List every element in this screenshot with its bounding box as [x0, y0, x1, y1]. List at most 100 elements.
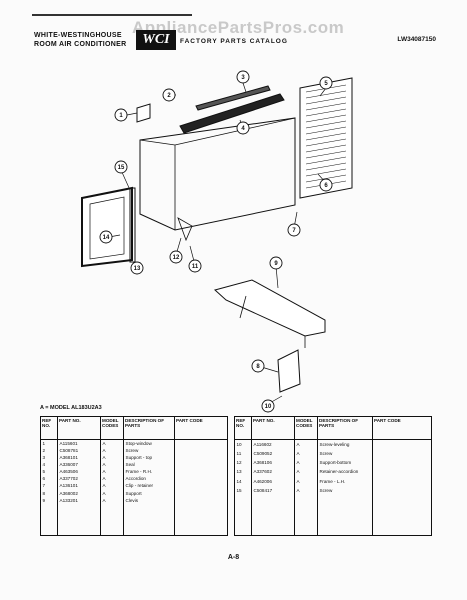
brand-name: WHITE-WESTINGHOUSE	[34, 32, 122, 39]
callout-13: 13	[134, 266, 141, 272]
cell-model: A	[100, 454, 124, 462]
cell-code	[174, 468, 228, 476]
cell-ref: 8	[40, 490, 58, 498]
cell-part: C508417	[251, 486, 295, 496]
cell-part: A116602	[251, 439, 295, 450]
cell-desc: Clip - retainer	[123, 482, 175, 491]
callout-2: 2	[167, 93, 171, 99]
parts-table-left: REF NO. PART NO. MODEL CODES DESCRIPTION…	[40, 416, 228, 537]
cell-part: A462006	[251, 477, 295, 487]
cell-code	[174, 482, 228, 491]
cell-part: A368101	[57, 454, 101, 462]
callout-14: 14	[103, 235, 110, 241]
header-rule	[32, 14, 192, 16]
cell-code	[372, 477, 432, 487]
cell-model: A	[100, 482, 124, 491]
cell-model: A	[294, 477, 318, 487]
cell-code	[372, 467, 432, 478]
model-note: A = MODEL AL183U2A3	[40, 405, 102, 411]
stop-window	[136, 103, 151, 123]
cell-desc: Support-bottom	[317, 458, 373, 468]
callout-1: 1	[119, 113, 123, 119]
cell-code	[174, 490, 228, 498]
watermark: AppliancePartsPros.com	[132, 18, 345, 37]
callout-10: 10	[265, 404, 272, 410]
col-description: DESCRIPTION OF PARTS	[123, 416, 175, 440]
cell-ref: 12	[234, 458, 252, 468]
cell-ref: 13	[234, 467, 252, 478]
cell-model: A	[100, 447, 124, 455]
cell-ref: 11	[234, 449, 252, 459]
cell-part: A337602	[251, 467, 295, 478]
wci-logo: WCI	[136, 30, 176, 50]
cell-model: A	[294, 439, 318, 450]
cell-desc: Screw-leveling	[317, 439, 373, 450]
cell-code	[174, 454, 228, 462]
clevis	[277, 349, 301, 393]
cell-code	[174, 447, 228, 455]
cell-part: A133201	[57, 497, 101, 505]
cell-model: A	[294, 458, 318, 468]
cell-ref: 2	[40, 447, 58, 455]
cell-desc: Screw	[317, 449, 373, 459]
col-part-code: PART CODE	[372, 416, 432, 440]
cell-desc: Frame - R.H.	[123, 468, 175, 476]
cell-part: C508781	[57, 447, 101, 455]
cell-desc: Clevis	[123, 497, 175, 505]
callout-4: 4	[241, 126, 245, 132]
cell-part: A368106	[251, 458, 295, 468]
cell-ref: 4	[40, 461, 58, 469]
catalog-header: AppliancePartsPros.com WHITE-WESTINGHOUS…	[32, 8, 442, 54]
cell-code	[174, 461, 228, 469]
cell-ref: 6	[40, 475, 58, 483]
cell-ref: 14	[234, 477, 252, 487]
callout-15: 15	[118, 165, 125, 171]
cell-model: A	[100, 468, 124, 476]
col-part: PART NO.	[251, 416, 295, 440]
cell-part: C509052	[251, 449, 295, 459]
cell-part: A136101	[57, 482, 101, 491]
cell-part: A336007	[57, 461, 101, 469]
cell-model: A	[100, 497, 124, 505]
parts-list: REF NO. PART NO. MODEL CODES DESCRIPTION…	[40, 416, 432, 537]
cell-ref: 9	[40, 497, 58, 505]
cell-part: A115601	[57, 439, 101, 448]
cell-part: A337702	[57, 475, 101, 483]
cell-desc: Support - top	[123, 454, 175, 462]
support-bottom	[213, 279, 326, 337]
col-description: DESCRIPTION OF PARTS	[317, 416, 373, 440]
callout-9: 9	[274, 261, 278, 267]
cell-model: A	[100, 475, 124, 483]
page-number: A-8	[227, 554, 240, 561]
cell-code	[174, 497, 228, 505]
table-spacer-row	[40, 504, 228, 537]
callout-12: 12	[173, 255, 180, 261]
col-model-codes: MODEL CODES	[100, 416, 124, 440]
cell-model: A	[294, 486, 318, 496]
cell-part: A368002	[57, 490, 101, 498]
parts-table-right: REF NO. PART NO. MODEL CODES DESCRIPTION…	[234, 416, 432, 536]
cell-desc: Screw	[317, 486, 373, 496]
cell-ref: 15	[234, 486, 252, 496]
callout-7: 7	[292, 228, 296, 234]
cell-desc: Stop-window	[123, 439, 175, 448]
cell-desc: Retainer-accordion	[317, 467, 373, 478]
cell-code	[372, 439, 432, 450]
col-part-code: PART CODE	[174, 416, 228, 440]
product-line: ROOM AIR CONDITIONER	[34, 41, 127, 48]
cell-desc: Seal	[123, 461, 175, 469]
